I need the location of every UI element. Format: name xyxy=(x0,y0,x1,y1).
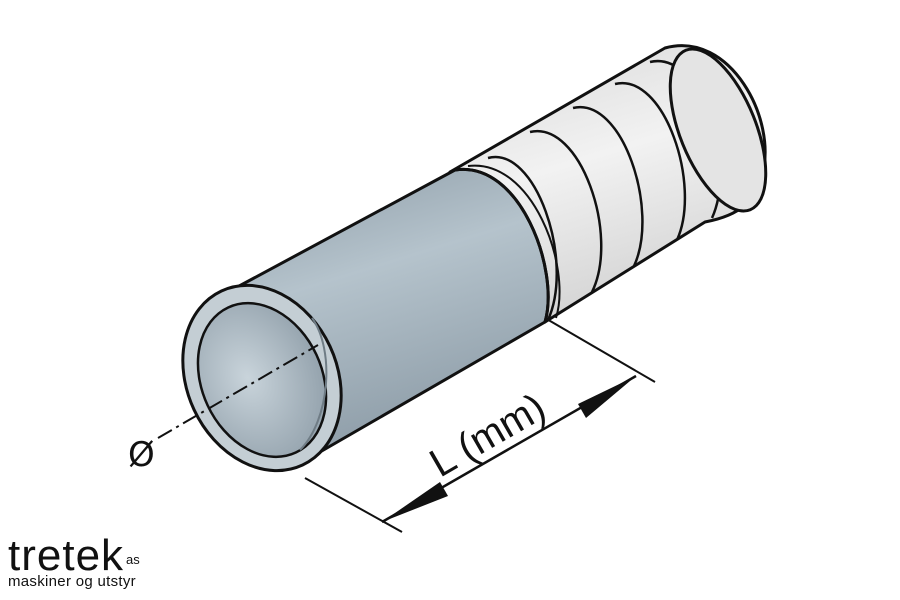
arrowhead-left xyxy=(382,482,448,522)
diameter-symbol: Ø xyxy=(128,435,155,475)
logo-name: tretek xyxy=(8,531,125,580)
extension-line-left xyxy=(304,477,403,533)
logo-suffix: as xyxy=(126,552,140,567)
center-line xyxy=(157,344,319,439)
logo-tagline: maskiner og utstyr xyxy=(8,573,136,590)
extension-line-right xyxy=(544,317,656,383)
arrowhead-right xyxy=(578,376,636,418)
